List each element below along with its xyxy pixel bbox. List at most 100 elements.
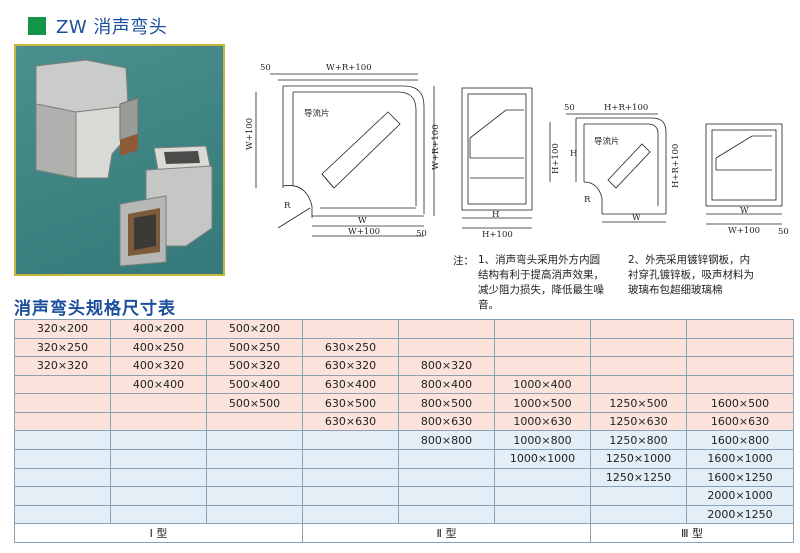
table-cell [590, 374, 687, 395]
table-cell [302, 467, 399, 488]
table-cell [590, 486, 687, 506]
table-cell: 1000×400 [494, 374, 591, 395]
table-row: 320×320 400×320 500×320 630×320 800×320 [14, 356, 794, 376]
table-cell [110, 393, 207, 413]
table-cell [14, 486, 111, 506]
table-cell [590, 319, 687, 339]
table-row: 630×630 800×630 1000×630 1250×630 1600×6… [14, 411, 794, 432]
table-cell: 1250×800 [590, 430, 687, 451]
dim-w100-label: W+100 [348, 227, 380, 237]
table-cell: 500×200 [206, 319, 303, 339]
dim-50b-label: 50 [416, 229, 427, 239]
section-drawing-w [705, 123, 783, 225]
section-drawing-h [461, 87, 533, 229]
table-cell [206, 467, 303, 488]
table-cell [494, 337, 591, 358]
table-cell [206, 486, 303, 506]
table-row: 320×250 400×250 500×250 630×250 [14, 337, 794, 358]
table-cell [110, 504, 207, 525]
table-cell: 1250×1000 [590, 449, 687, 469]
table-cell [206, 504, 303, 525]
table-cell: 630×400 [302, 374, 399, 395]
table-cell [14, 504, 111, 525]
table-cell: 800×320 [398, 356, 495, 376]
table-cell [14, 393, 111, 413]
dim-w100-3-label: W+100 [728, 226, 760, 236]
table-cell [494, 486, 591, 506]
green-square-icon [28, 17, 46, 35]
table-cell [14, 467, 111, 488]
radius-label-2: R [584, 195, 591, 205]
table-cell: 2000×1000 [686, 486, 794, 506]
table-cell: 1600×1000 [686, 449, 794, 469]
type-label-2: Ⅱ 型 [302, 523, 591, 543]
table-cell [14, 374, 111, 395]
table-cell: 320×250 [14, 337, 111, 358]
table-cell [398, 486, 495, 506]
table-cell [206, 411, 303, 432]
dim-hr100-label: H+R+100 [604, 103, 648, 113]
note-2: 2、外壳采用镀锌钢板，内衬穿孔镀锌板，吸声材料为玻璃布包超细玻璃棉 [628, 254, 754, 296]
vane-label: 导流片 [304, 108, 330, 119]
table-cell [302, 486, 399, 506]
table-cell [206, 430, 303, 451]
technical-drawing: 50 W+R+100 W+100 W+R+100 导流片 R W W+100 5… [238, 58, 790, 254]
table-row: 400×400 500×400 630×400 800×400 1000×400 [14, 374, 794, 395]
table-cell [14, 449, 111, 469]
vane-label-2: 导流片 [594, 136, 620, 147]
table-cell: 320×320 [14, 356, 111, 376]
table-cell [398, 467, 495, 488]
table-cell: 320×200 [14, 319, 111, 339]
table-cell [206, 449, 303, 469]
dim-50c-label: 50 [564, 103, 575, 113]
radius-label: R [284, 201, 291, 211]
table-cell: 630×320 [302, 356, 399, 376]
dim-h-vertical: H [570, 149, 577, 159]
elbow-photo-illustration [35, 59, 213, 267]
dim-w-label: W [358, 216, 367, 226]
table-cell: 500×400 [206, 374, 303, 395]
dim-w3-label: W [740, 206, 749, 216]
table-cell [110, 411, 207, 432]
note-1: 1、消声弯头采用外方内圆结构有利于提高消声效果，减少阻力损失，降低最生噪音。 [478, 254, 604, 311]
table-cell: 1000×800 [494, 430, 591, 451]
table-row: 2000×1250 [14, 504, 794, 525]
table-cell [494, 467, 591, 488]
table-cell: 1600×630 [686, 411, 794, 432]
table-row: 1000×1000 1250×1000 1600×1000 [14, 449, 794, 469]
table-cell: 400×320 [110, 356, 207, 376]
table-row: 800×800 1000×800 1250×800 1600×800 [14, 430, 794, 451]
type-label-3: Ⅲ 型 [590, 523, 794, 543]
table-cell: 1000×500 [494, 393, 591, 413]
notes-label: 注： [453, 255, 474, 267]
table-cell: 1250×1250 [590, 467, 687, 488]
table-cell: 800×400 [398, 374, 495, 395]
product-photo [14, 44, 225, 276]
elbow-drawing-h [549, 113, 667, 223]
table-cell [14, 430, 111, 451]
table-cell [110, 449, 207, 469]
table-row: 320×200 400×200 500×200 [14, 319, 794, 339]
table-cell: 630×250 [302, 337, 399, 358]
table-cell: 800×500 [398, 393, 495, 413]
table-cell [110, 467, 207, 488]
table-cell [398, 319, 495, 339]
table-cell [110, 430, 207, 451]
table-cell: 1250×630 [590, 411, 687, 432]
table-cell: 500×250 [206, 337, 303, 358]
table-cell: 500×500 [206, 393, 303, 413]
table-cell [494, 356, 591, 376]
table-cell [14, 411, 111, 432]
table-cell: 1250×500 [590, 393, 687, 413]
spec-table: 320×200 400×200 500×200 320×250 400×250 … [14, 319, 794, 543]
table-cell [302, 504, 399, 525]
elbow-drawing-w [255, 73, 435, 237]
table-cell: 1000×1000 [494, 449, 591, 469]
dim-h100-label: H+100 [482, 230, 513, 240]
dim-hr100-vertical: H+R+100 [671, 144, 681, 188]
table-cell [590, 337, 687, 358]
spec-table-title: 消声弯头规格尺寸表 [14, 299, 176, 319]
table-cell: 630×630 [302, 411, 399, 432]
table-cell [686, 356, 794, 376]
table-cell: 400×400 [110, 374, 207, 395]
